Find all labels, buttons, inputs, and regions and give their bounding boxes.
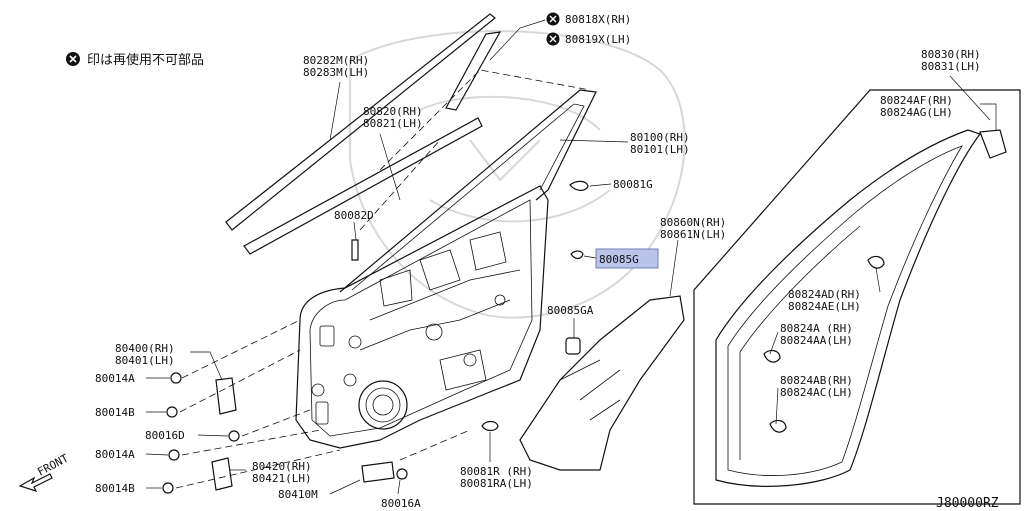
label-80081g: 80081G xyxy=(613,178,653,191)
bolt-80014b-upper xyxy=(166,406,178,418)
label-80824a: 80824A (RH) xyxy=(780,322,853,335)
highlight-80085g xyxy=(595,248,659,269)
label-80824ae: 80824AE(LH) xyxy=(788,300,861,313)
label-80824aa: 80824AA(LH) xyxy=(780,334,853,347)
label-80821: 80821(LH) xyxy=(363,117,423,130)
bolt-80082d xyxy=(351,239,359,261)
label-80410m: 80410M xyxy=(278,488,318,501)
door-inner-panel xyxy=(295,185,549,449)
label-80819x: 80819X(LH) xyxy=(565,33,631,46)
label-80082d: 80082D xyxy=(334,209,374,222)
label-80014b-lower: 80014B xyxy=(95,482,135,495)
sash-cover-strip xyxy=(445,31,502,111)
label-80282m: 80282M(RH) xyxy=(303,54,369,67)
label-80016d: 80016D xyxy=(145,429,185,442)
label-80085ga: 80085GA xyxy=(547,304,594,317)
part-labels: 80818X(RH) 80819X(LH) 80282M(RH) 80283M(… xyxy=(95,12,999,511)
bolt-80014a-upper xyxy=(170,372,182,384)
diagram-code: J80000RZ xyxy=(936,496,999,511)
watermark-logo xyxy=(349,30,686,319)
outer-moulding-strip xyxy=(225,13,496,231)
label-80014b-upper: 80014B xyxy=(95,406,135,419)
front-indicator: FRONT xyxy=(18,451,71,492)
label-80283m: 80283M(LH) xyxy=(303,66,369,79)
label-80824ag: 80824AG(LH) xyxy=(880,106,953,119)
label-80081r: 80081R (RH) xyxy=(460,465,533,478)
label-80861n: 80861N(LH) xyxy=(660,228,726,241)
clip-80081g xyxy=(569,180,589,191)
door-glass xyxy=(519,295,685,471)
label-80014a-lower: 80014A xyxy=(95,448,135,461)
non-reusable-note: 印は再使用不可部品 xyxy=(66,52,204,68)
label-80824ab: 80824AB(RH) xyxy=(780,374,853,387)
label-80820: 80820(RH) xyxy=(363,105,423,118)
clip-80824ad xyxy=(867,255,885,269)
label-80420: 80420(RH) xyxy=(252,460,312,473)
weatherstrip-assembly xyxy=(693,89,1021,505)
check-link xyxy=(361,461,395,483)
bolt-80014b-lower xyxy=(162,482,174,494)
label-80830: 80830(RH) xyxy=(921,48,981,61)
bolt-80016d xyxy=(228,430,240,442)
door-weatherstrip xyxy=(715,129,981,487)
label-80860n: 80860N(RH) xyxy=(660,216,726,229)
front-arrow-icon xyxy=(18,473,53,492)
leader-lines xyxy=(145,19,997,495)
clip-80824af xyxy=(979,129,1007,159)
bolt-80016a xyxy=(396,468,408,480)
label-80824ad: 80824AD(RH) xyxy=(788,288,861,301)
bolt-80014a-lower xyxy=(168,449,180,461)
clip-80824a xyxy=(763,349,781,363)
label-80100: 80100(RH) xyxy=(630,131,690,144)
label-80421: 80421(LH) xyxy=(252,472,312,485)
clip-80824ab xyxy=(769,419,787,433)
label-80081ra: 80081RA(LH) xyxy=(460,477,533,490)
label-80014a-upper: 80014A xyxy=(95,372,135,385)
label-80401: 80401(LH) xyxy=(115,354,175,367)
label-80101: 80101(LH) xyxy=(630,143,690,156)
note-text: 印は再使用不可部品 xyxy=(87,52,204,68)
label-80085g: 80085G xyxy=(599,253,639,266)
speaker-opening xyxy=(358,380,408,430)
inner-moulding-strip xyxy=(243,117,483,255)
cap-80085ga xyxy=(565,337,581,355)
label-80818x: 80818X(RH) xyxy=(565,13,631,26)
plug-80081r xyxy=(481,420,499,432)
clip-80085g xyxy=(570,250,584,260)
upper-hinge xyxy=(215,377,237,415)
label-80016a: 80016A xyxy=(381,497,421,510)
lower-hinge xyxy=(211,457,233,491)
label-80400: 80400(RH) xyxy=(115,342,175,355)
front-label: FRONT xyxy=(35,451,71,478)
weatherstrip-box xyxy=(693,89,1021,505)
label-80824af: 80824AF(RH) xyxy=(880,94,953,107)
door-assembly xyxy=(162,13,685,494)
label-80824ac: 80824AC(LH) xyxy=(780,386,853,399)
label-80831: 80831(LH) xyxy=(921,60,981,73)
